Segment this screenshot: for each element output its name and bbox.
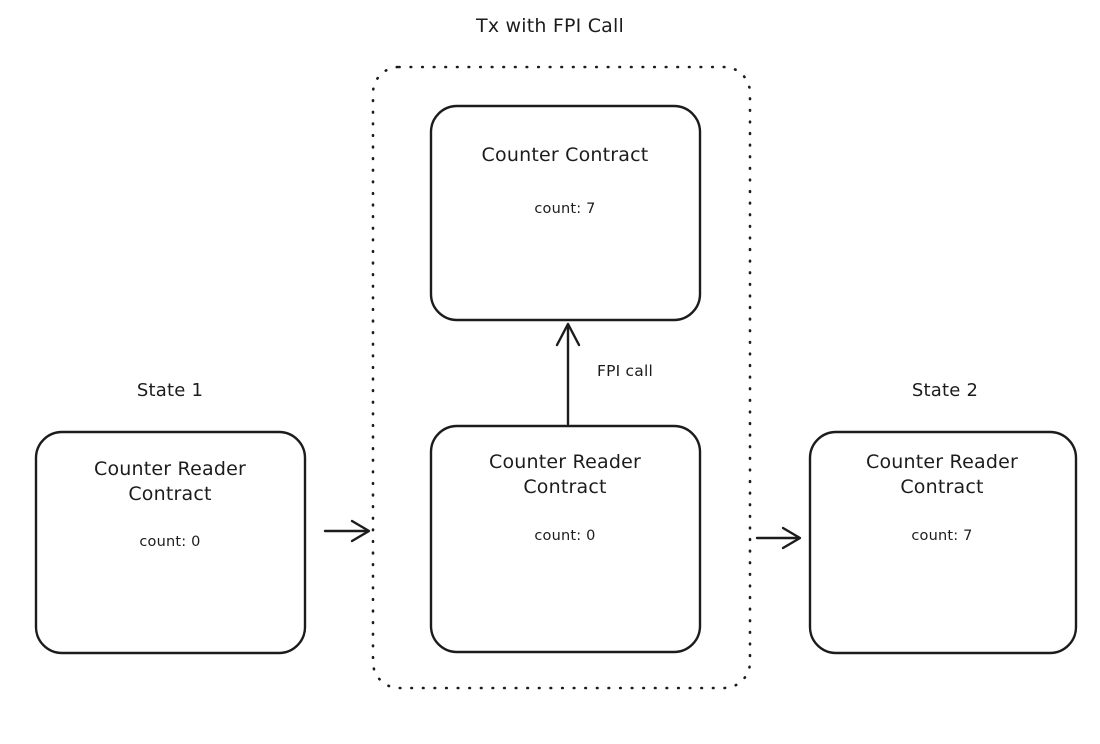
tx-counter-reader-title: Counter Reader Contract bbox=[488, 451, 641, 499]
edge-fpi-call-arrow bbox=[555, 322, 581, 426]
state-1-counter-reader-count: count: 0 bbox=[139, 534, 201, 550]
state-2-counter-reader-node[interactable] bbox=[810, 432, 1076, 653]
state-1-counter-reader-title: Counter Reader Contract bbox=[93, 458, 246, 506]
state-1-counter-reader-node[interactable] bbox=[36, 432, 305, 653]
state-2-label: State 2 bbox=[911, 380, 979, 401]
edge-tx-to-state2-arrow bbox=[755, 526, 802, 550]
edge-state1-to-tx-arrow bbox=[323, 519, 371, 543]
state-1-label: State 1 bbox=[136, 380, 204, 401]
tx-counter-reader-count: count: 0 bbox=[534, 528, 596, 544]
tx-counter-reader-node[interactable] bbox=[431, 426, 700, 652]
tx-counter-contract-node[interactable] bbox=[431, 106, 700, 320]
tx-counter-contract-title: Counter Contract bbox=[481, 144, 649, 166]
state-2-counter-reader-title: Counter Reader Contract bbox=[865, 451, 1018, 499]
diagram-title: Tx with FPI Call bbox=[476, 15, 624, 37]
fpi-call-edge-label: FPI call bbox=[597, 362, 653, 380]
tx-counter-contract-count: count: 7 bbox=[534, 201, 596, 217]
state-2-counter-reader-count: count: 7 bbox=[911, 528, 973, 544]
